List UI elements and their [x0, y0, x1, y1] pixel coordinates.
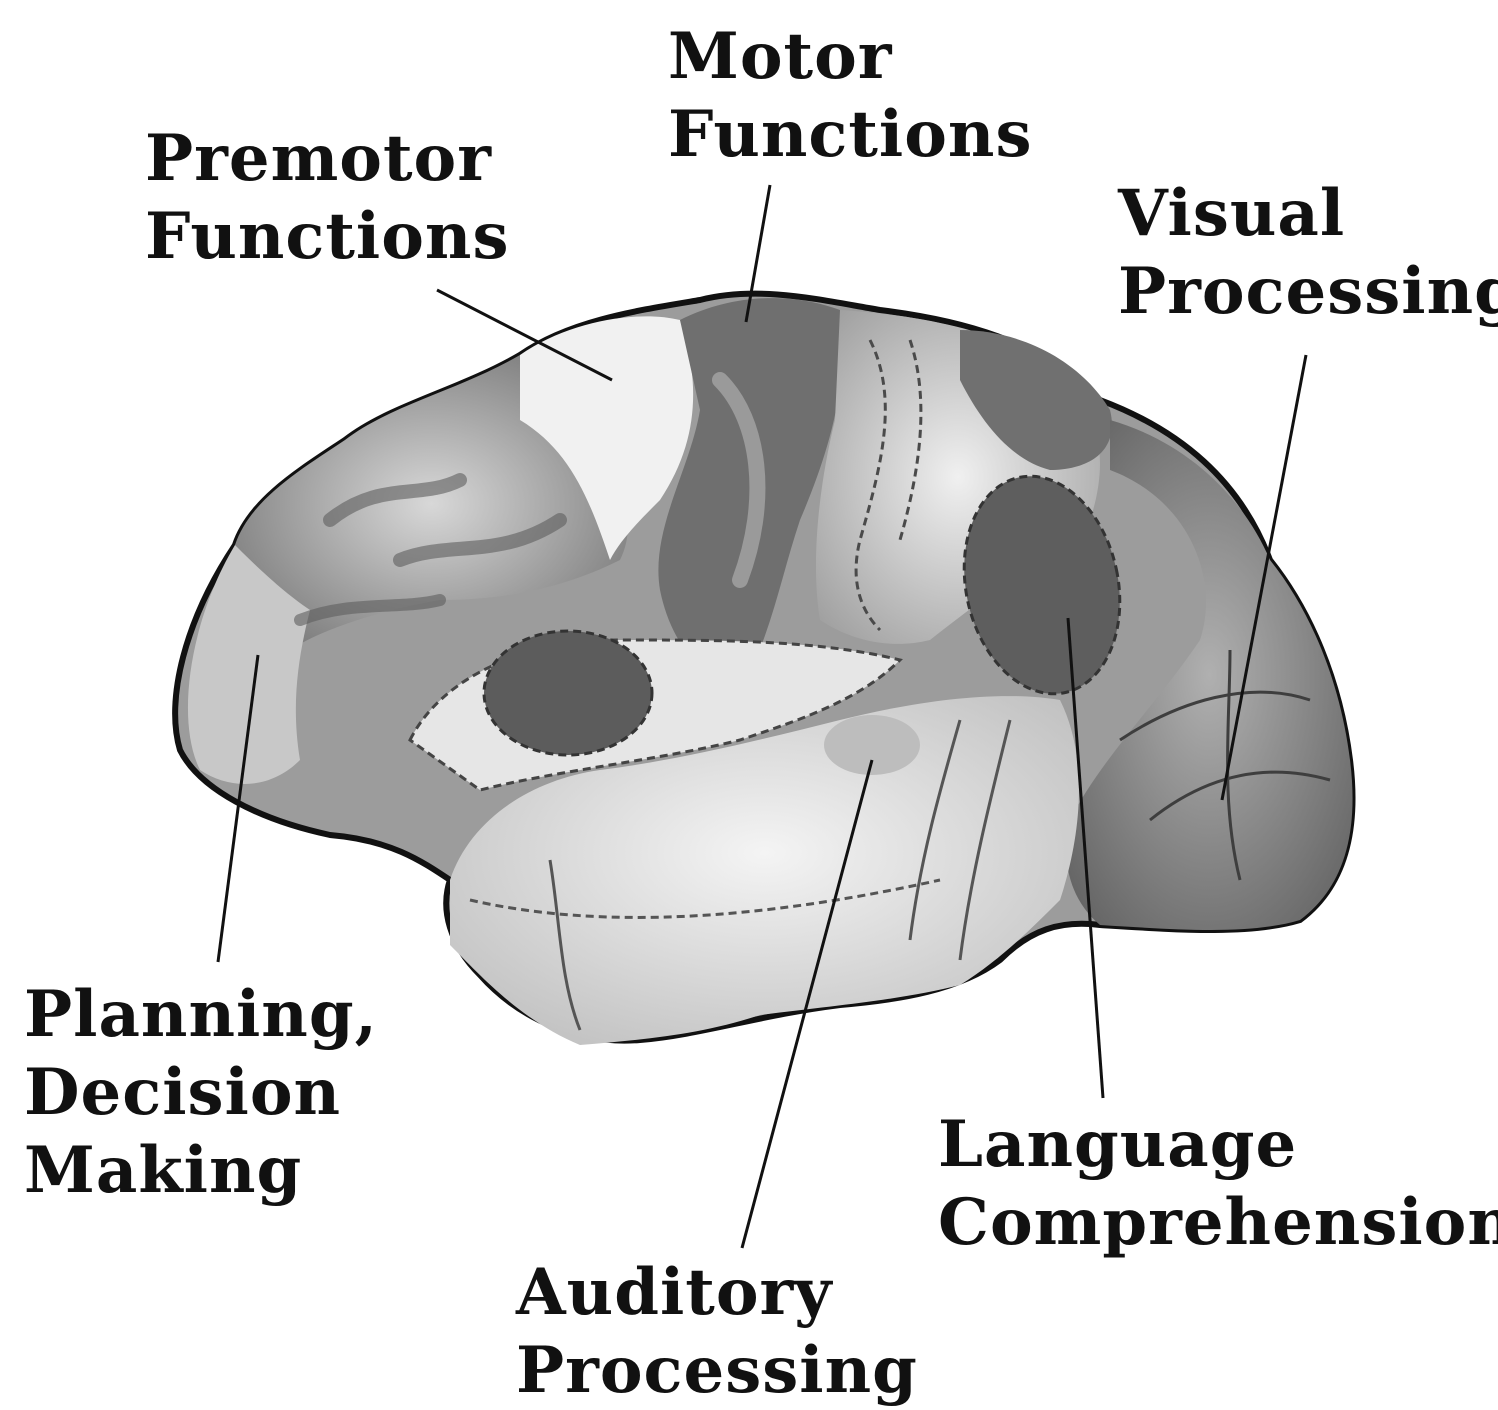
auditory-label-line2: Processing [516, 1332, 918, 1410]
language-comprehension-label: Language Comprehension [938, 1106, 1498, 1262]
visual-processing-label: Visual Processing [1118, 175, 1498, 331]
language-label-line1: Language [938, 1106, 1498, 1184]
planning-decision-label: Planning, Decision Making [24, 976, 378, 1210]
planning-label-line2: Decision [24, 1054, 378, 1132]
premotor-label-line1: Premotor [145, 120, 509, 198]
language-label-line2: Comprehension [938, 1184, 1498, 1262]
planning-label-line3: Making [24, 1132, 378, 1210]
visual-label-line1: Visual [1118, 175, 1498, 253]
planning-label-line1: Planning, [24, 976, 378, 1054]
auditory-cortex [824, 715, 920, 775]
motor-label-line1: Motor [668, 18, 1032, 96]
visual-label-line2: Processing [1118, 253, 1498, 331]
auditory-label-line1: Auditory [516, 1254, 918, 1332]
auditory-processing-label: Auditory Processing [516, 1254, 918, 1410]
broca-area [484, 631, 652, 755]
premotor-label-line2: Functions [145, 198, 509, 276]
premotor-functions-label: Premotor Functions [145, 120, 509, 276]
motor-functions-label: Motor Functions [668, 18, 1032, 174]
motor-label-line2: Functions [668, 96, 1032, 174]
